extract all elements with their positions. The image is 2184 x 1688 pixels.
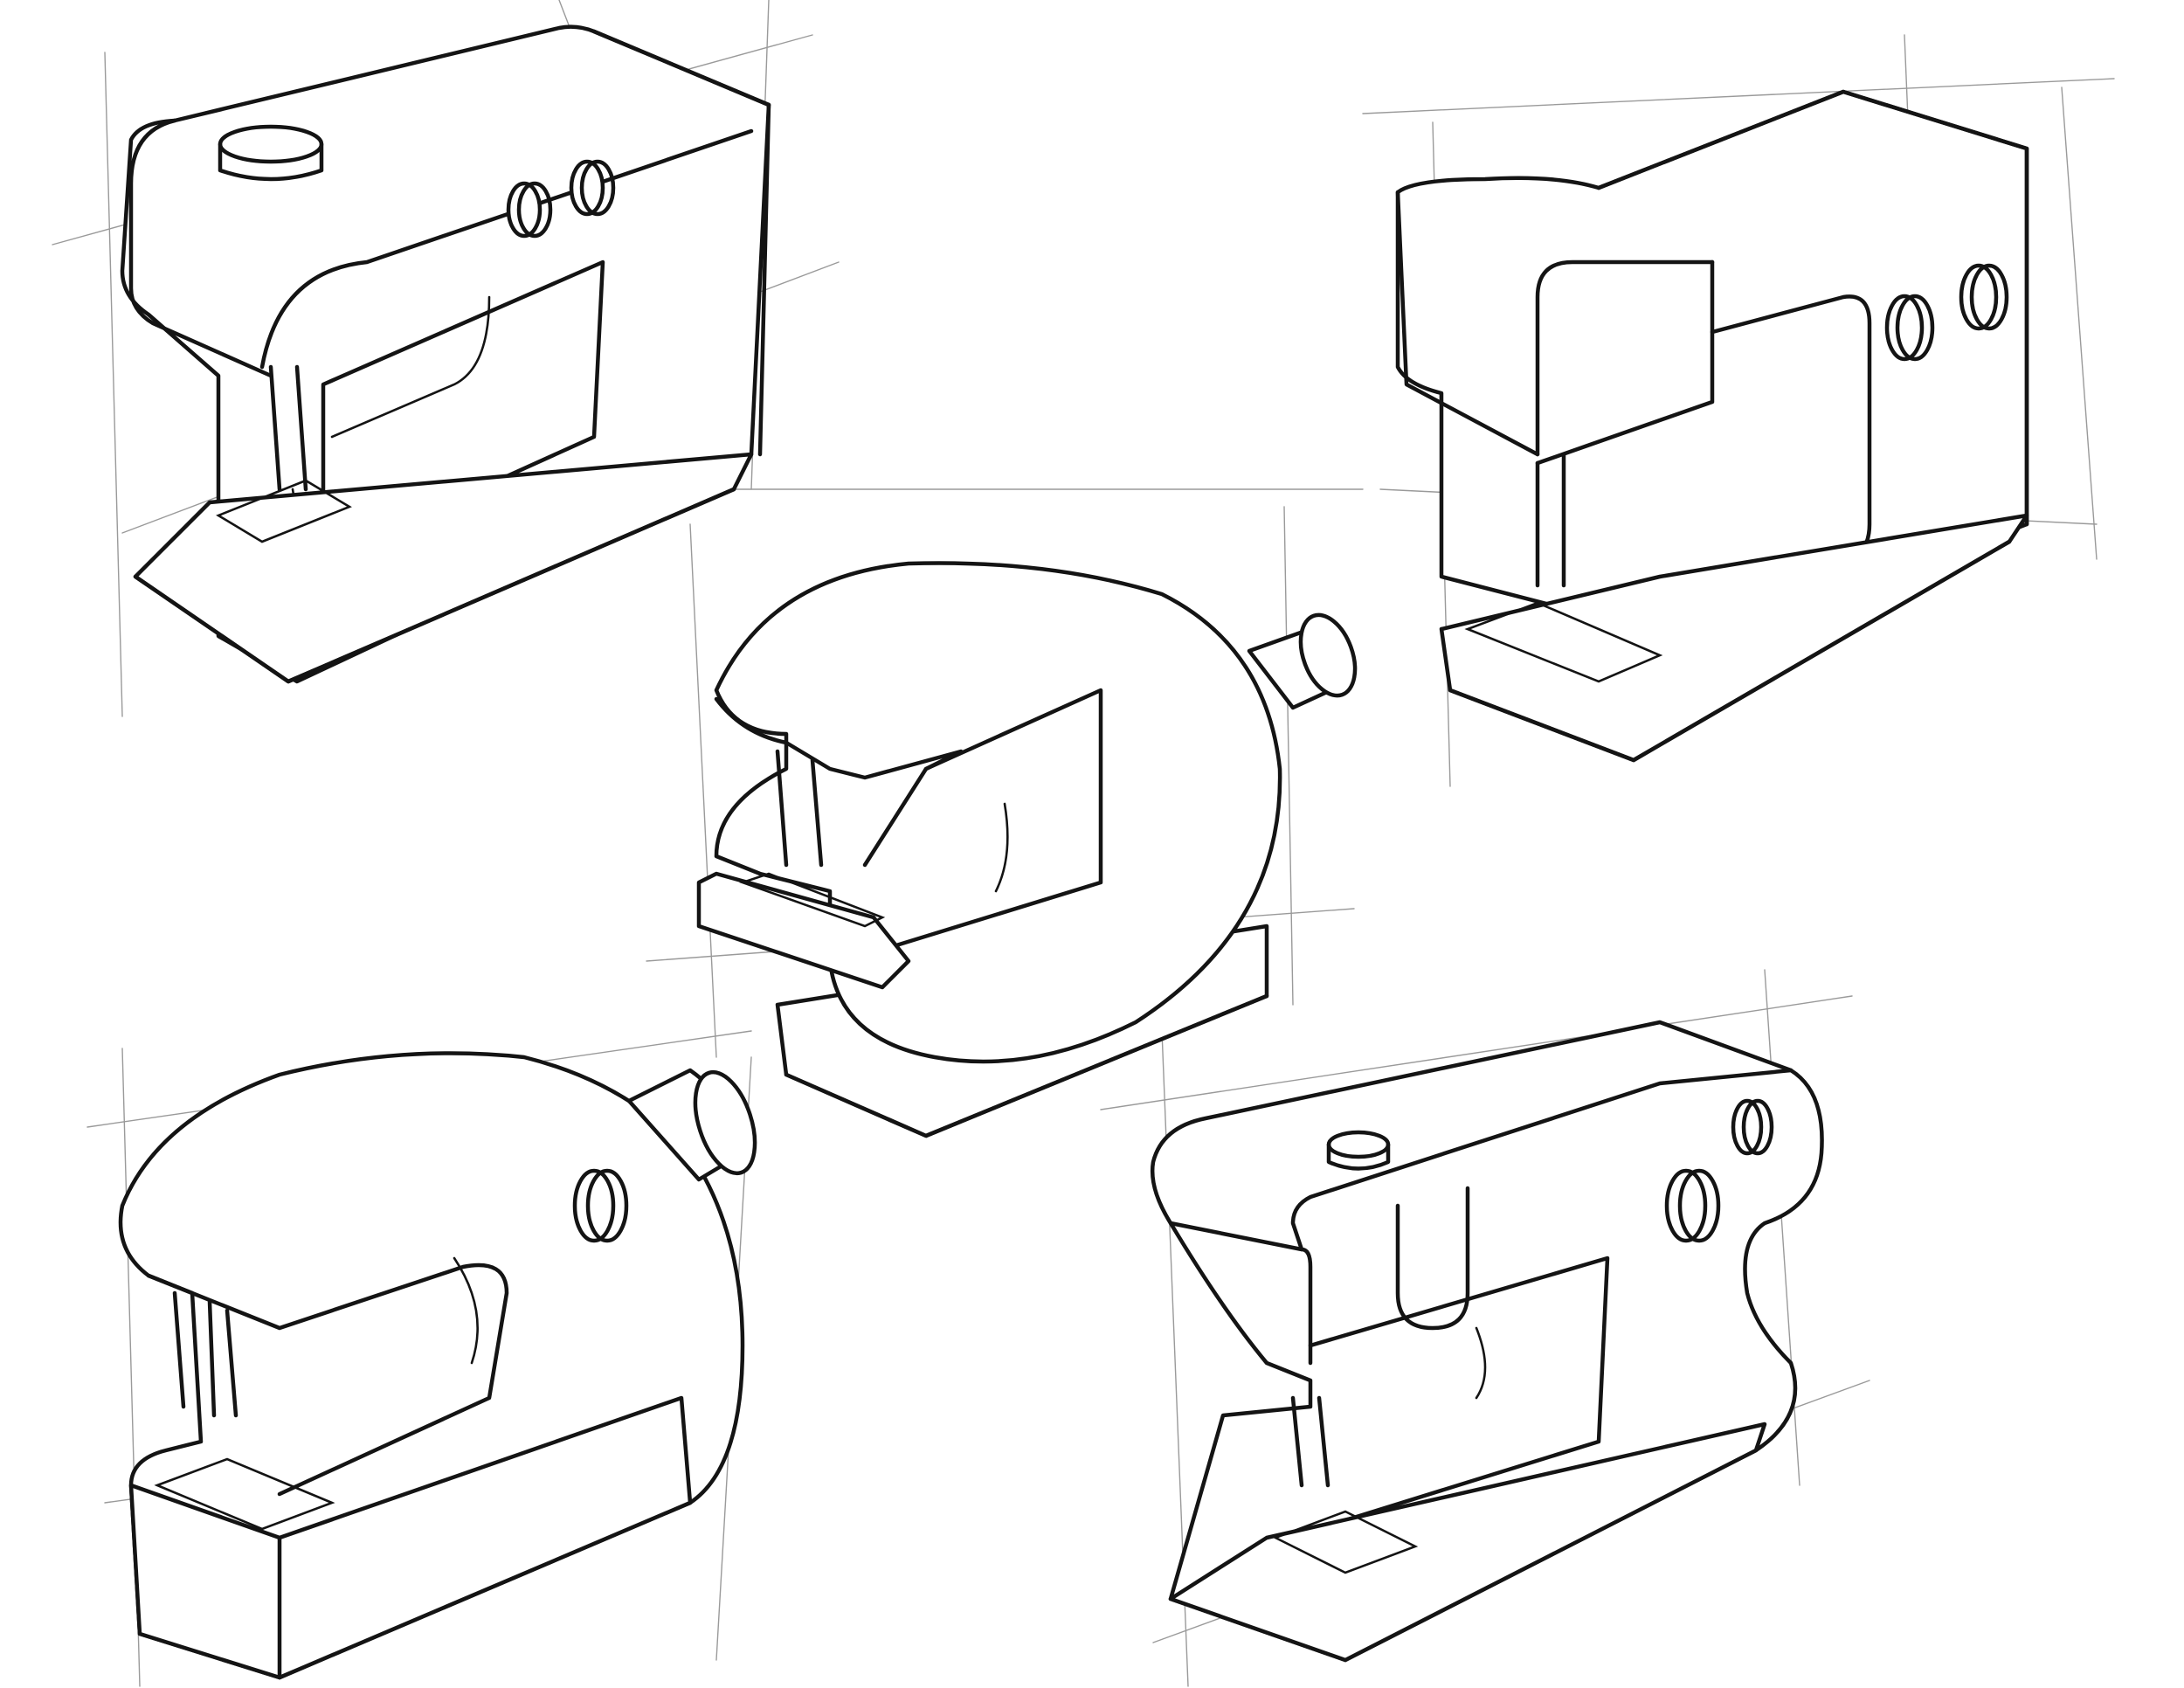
sketch-boxy-machine <box>120 24 771 684</box>
sketch-curved-arm-machine <box>118 1051 757 1680</box>
sketch-angled-head-machine <box>1151 1020 1824 1663</box>
sketch-tall-box-machine <box>1395 89 2029 763</box>
sketch-rounded-ring-machine <box>696 561 1358 1138</box>
